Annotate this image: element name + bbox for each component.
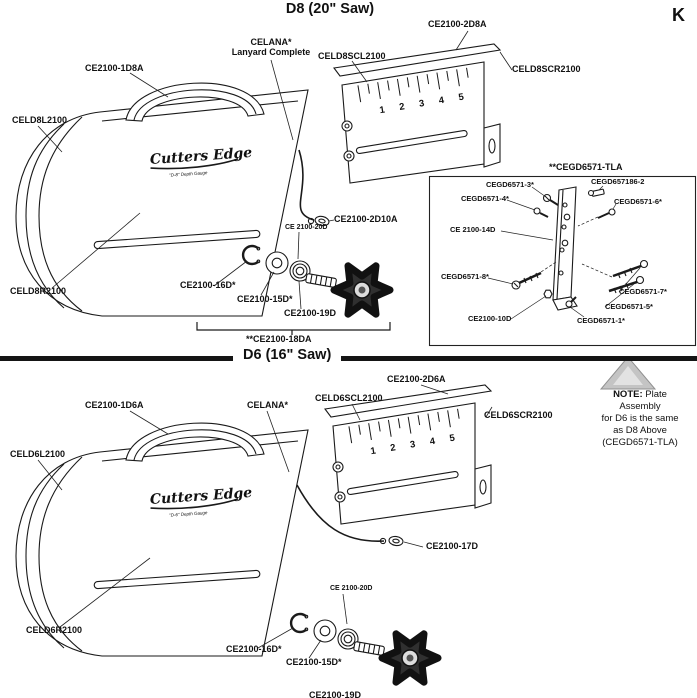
label-d8-lanyard-line1: CELANA* xyxy=(250,37,292,47)
label-d6-body-right: CELD6R2100 xyxy=(26,625,83,635)
d6-section-title: D6 (16" Saw) xyxy=(233,347,342,363)
label-d6-handle: CE2100-1D6A xyxy=(85,400,144,410)
inset-leader-lines xyxy=(487,185,641,320)
label-d8-retaining-ring: CE2100-16D* xyxy=(180,280,236,290)
d8-brand-logo: Cutters Edge "D-8" Depth Gauge xyxy=(149,145,252,178)
label-d8-top-bar: CE2100-2D8A xyxy=(428,19,487,29)
label-d8-body-left: CELD8L2100 xyxy=(12,115,68,125)
label-d8-washer-15d: CE2100-15D* xyxy=(237,294,293,304)
label-inset-1: CEGD6571-1* xyxy=(577,316,625,325)
d6-note: NOTE: Plate Assembly for D6 is the same … xyxy=(583,389,697,448)
note-line: as D8 Above xyxy=(613,424,667,436)
note-bold: NOTE: xyxy=(613,389,643,400)
label-d8-body-right: CELD8R2100 xyxy=(10,286,67,296)
label-d8-scale-left: CELD8SCL2100 xyxy=(318,51,386,61)
label-inset-6: CEGD6571-6* xyxy=(614,197,662,206)
d6-scale-plate-drawing xyxy=(324,384,492,525)
ruler-number: 5 xyxy=(458,92,466,104)
page-corner-letter: K xyxy=(672,5,685,25)
label-d6-scale-left: CELD6SCL2100 xyxy=(315,393,383,403)
label-inset-7: CEGD6571-7* xyxy=(619,287,667,296)
label-inset-title: **CEGD6571-TLA xyxy=(549,162,623,172)
note-line: Assembly xyxy=(619,400,661,412)
note-line: for D6 is the same xyxy=(601,412,679,424)
note-text: Plate xyxy=(642,389,667,400)
d8-leader-lines xyxy=(37,30,513,310)
ruler-number: 2 xyxy=(398,101,405,113)
label-inset-86-2: CEGD657186-2 xyxy=(591,177,645,186)
label-inset-14d: CE 2100-14D xyxy=(450,225,496,234)
ruler-number: 3 xyxy=(418,98,425,110)
label-d6-top-bar: CE2100-2D6A xyxy=(387,374,446,384)
scale-plate-drawing: 1 2 3 4 5 xyxy=(333,43,502,184)
label-d6-washer-20d: CE 2100-20D xyxy=(330,585,373,592)
label-d8-scale-right: CELD8SCR2100 xyxy=(512,64,581,74)
ruler-number: 4 xyxy=(438,95,446,107)
label-inset-5: CEGD6571-5* xyxy=(605,302,653,311)
label-d6-washer-19d-partial: CE2100-19D xyxy=(309,690,362,698)
d8-lanyard-drawing xyxy=(298,149,330,227)
ruler-ticks: 1 2 3 4 5 xyxy=(357,67,469,116)
label-d8-washer-20d: CE 2100-20D xyxy=(285,224,328,231)
brand-subtext: "D-6" Depth Gauge xyxy=(169,510,208,518)
label-d6-scale-right: CELD6SCR2100 xyxy=(484,410,553,420)
label-d8-lanyard: CELANA* Lanyard Complete xyxy=(212,37,330,58)
label-d6-body-left: CELD6L2100 xyxy=(10,449,66,459)
label-inset-8: CEGD6571-8* xyxy=(441,272,489,281)
knob-assembly-drawing xyxy=(241,244,394,318)
label-d6-clip: CE2100-17D xyxy=(426,541,479,551)
label-d8-handle: CE2100-1D8A xyxy=(85,63,144,73)
d6-leader-lines xyxy=(37,384,493,659)
d6-lanyard-drawing xyxy=(296,484,404,547)
label-inset-3: CEGD6571-3* xyxy=(486,180,534,189)
plate-inset-box xyxy=(428,175,697,347)
label-d8-washer-19d: CE2100-19D xyxy=(284,308,337,318)
note-line: NOTE: Plate xyxy=(583,389,697,401)
label-d6-retaining-ring: CE2100-16D* xyxy=(226,644,282,654)
note-line: (CEGD6571-TLA) xyxy=(602,436,678,448)
d6-knob-assembly-drawing xyxy=(291,614,438,682)
label-d8-knob-assembly: **CE2100-18DA xyxy=(246,334,312,344)
section-divider xyxy=(0,356,697,361)
ruler-number: 1 xyxy=(379,104,387,116)
note-triangle-icon xyxy=(599,356,657,390)
label-d6-lanyard: CELANA* xyxy=(247,400,289,410)
label-inset-4: CEGD6571-4* xyxy=(461,194,509,203)
label-d8-lanyard-line2: Lanyard Complete xyxy=(231,47,311,58)
saw-body-drawing xyxy=(15,82,309,317)
brand-subtext: "D-8" Depth Gauge xyxy=(169,170,208,178)
d6-brand-logo: Cutters Edge "D-6" Depth Gauge xyxy=(149,485,252,518)
label-d8-lanyard-ring: CE2100-2D10A xyxy=(334,214,398,224)
label-d6-washer-15d: CE2100-15D* xyxy=(286,657,342,667)
knob-assembly-bracket xyxy=(196,322,391,335)
d8-section-title: D8 (20" Saw) xyxy=(285,1,375,17)
label-inset-10d: CE2100-10D xyxy=(468,314,512,323)
